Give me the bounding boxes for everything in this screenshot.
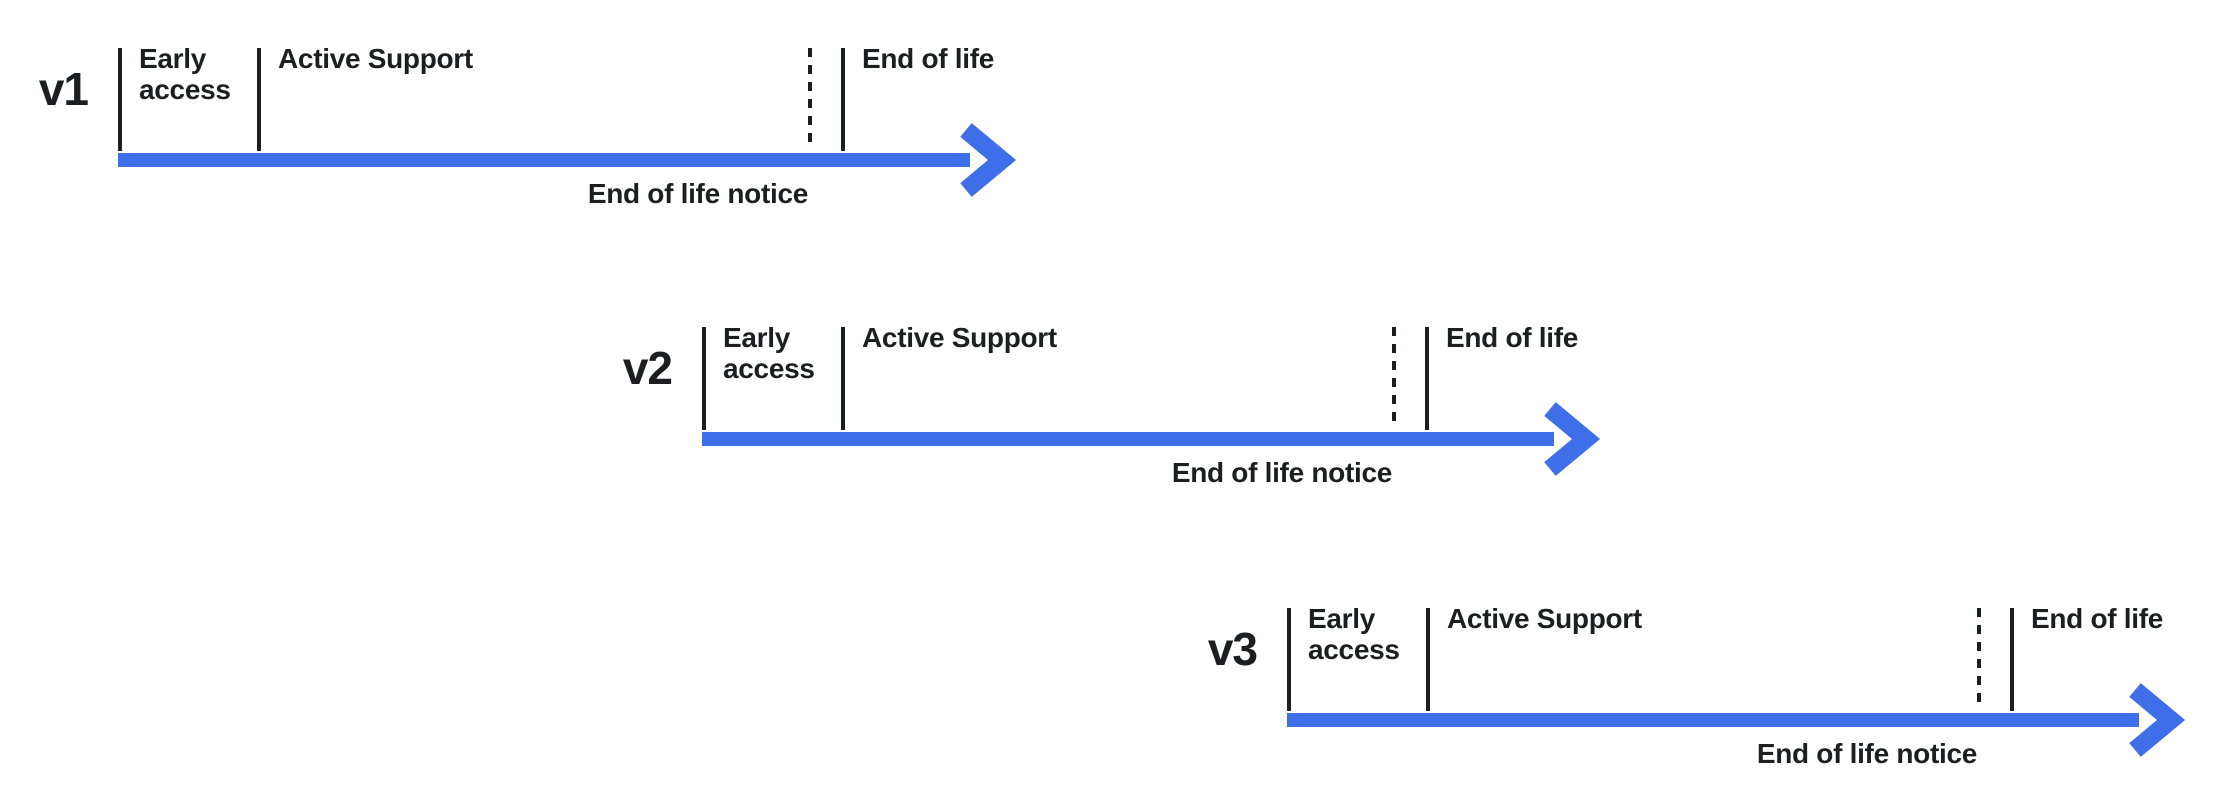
arrow-right-icon [960, 123, 1017, 197]
arrow-right-icon [1544, 402, 1601, 476]
eol-notice-dashed-line [1977, 608, 1981, 709]
eol-notice-label: End of life notice [587, 178, 808, 209]
end-of-life-tick [841, 48, 845, 151]
active-support-label: Active Support [1447, 603, 1642, 634]
active-support-label: Active Support [278, 43, 473, 74]
early-access-label: Early access [139, 43, 231, 105]
early-access-label: Early access [1308, 603, 1400, 665]
timeline-arrow-bar [1287, 713, 2139, 727]
timeline-start-tick [1287, 608, 1291, 711]
active-support-tick [257, 48, 261, 151]
eol-notice-dashed-line [1392, 327, 1396, 428]
eol-notice-dashed-line [808, 48, 812, 149]
end-of-life-tick [2010, 608, 2014, 711]
end-of-life-tick [1425, 327, 1429, 430]
end-of-life-label: End of life [2031, 603, 2164, 634]
active-support-tick [841, 327, 845, 430]
timeline-arrow-bar [118, 153, 970, 167]
timeline-arrow-bar [702, 432, 1554, 446]
early-access-label: Early access [723, 322, 815, 384]
arrow-right-icon [2129, 683, 2186, 757]
end-of-life-label: End of life [1446, 322, 1579, 353]
eol-notice-label: End of life notice [1171, 457, 1392, 488]
active-support-tick [1426, 608, 1430, 711]
version-label: v1 [38, 63, 89, 115]
version-label: v3 [1207, 623, 1258, 675]
active-support-label: Active Support [862, 322, 1057, 353]
timeline-start-tick [118, 48, 122, 151]
version-label: v2 [622, 342, 673, 394]
end-of-life-label: End of life [862, 43, 995, 74]
timeline-start-tick [702, 327, 706, 430]
eol-notice-label: End of life notice [1756, 738, 1977, 769]
